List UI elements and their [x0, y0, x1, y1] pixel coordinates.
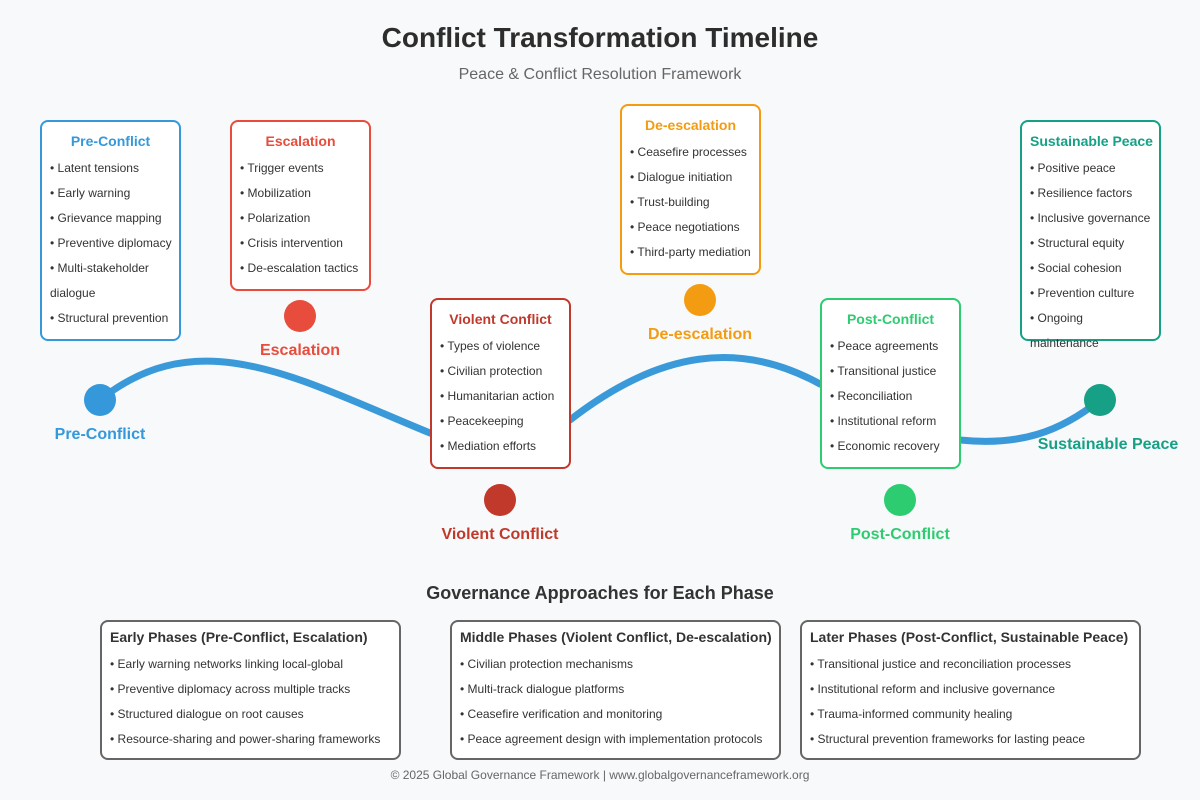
- phase-card-title: De-escalation: [644, 117, 737, 133]
- phase-node-label: Escalation: [259, 342, 341, 359]
- phase-item: Latent tensions: [50, 156, 171, 181]
- phase-card-title: Sustainable Peace: [1030, 133, 1153, 149]
- phase-node-label: Violent Conflict: [441, 526, 559, 543]
- governance-item: Resource-sharing and power-sharing frame…: [110, 727, 391, 752]
- governance-item: Early warning networks linking local-glo…: [110, 652, 391, 677]
- phase-item-list: Ceasefire processes Dialogue initiation …: [630, 140, 751, 265]
- phase-item: Civilian protection: [440, 359, 561, 384]
- governance-item: Trauma-informed community healing: [810, 702, 1131, 727]
- governance-item: Ceasefire verification and monitoring: [460, 702, 771, 727]
- phase-item: Peacekeeping: [440, 409, 561, 434]
- phase-item: Grievance mapping: [50, 206, 171, 231]
- phase-card-pre-conflict: Pre-Conflict Latent tensions Early warni…: [40, 120, 181, 341]
- phase-item: Trust-building: [630, 190, 751, 215]
- governance-item: Civilian protection mechanisms: [460, 652, 771, 677]
- phase-item-list: Types of violence Civilian protection Hu…: [440, 334, 561, 459]
- phase-item: Polarization: [240, 206, 361, 231]
- governance-box-title: Later Phases (Post-Conflict, Sustainable…: [810, 629, 1129, 645]
- phase-item: Social cohesion: [1030, 256, 1151, 281]
- phase-item: Mobilization: [240, 181, 361, 206]
- page-title: Conflict Transformation Timeline: [381, 22, 819, 53]
- page-subtitle: Peace & Conflict Resolution Framework: [458, 66, 742, 83]
- phase-item: Peace agreements: [830, 334, 951, 359]
- phase-item: Economic recovery: [830, 434, 951, 459]
- phase-item: Institutional reform: [830, 409, 951, 434]
- phase-item: Resilience factors: [1030, 181, 1151, 206]
- phase-item: Structural equity: [1030, 231, 1151, 256]
- phase-node-sustainable-peace: [1084, 384, 1116, 416]
- governance-box-title: Early Phases (Pre-Conflict, Escalation): [110, 629, 368, 645]
- governance-item: Structured dialogue on root causes: [110, 702, 391, 727]
- phase-item: Structural prevention: [50, 306, 171, 331]
- governance-item: Preventive diplomacy across multiple tra…: [110, 677, 391, 702]
- phase-node-label: Pre-Conflict: [54, 426, 146, 443]
- phase-card-title: Escalation: [265, 133, 336, 149]
- phase-item: Peace negotiations: [630, 215, 751, 240]
- phase-item: Inclusive governance: [1030, 206, 1151, 231]
- phase-item: Crisis intervention: [240, 231, 361, 256]
- phase-node-label: Post-Conflict: [850, 526, 950, 543]
- phase-item: Prevention culture: [1030, 281, 1151, 306]
- governance-box-middle: Middle Phases (Violent Conflict, De-esca…: [450, 620, 781, 760]
- phase-item: Ceasefire processes: [630, 140, 751, 165]
- phase-item: Preventive diplomacy: [50, 231, 172, 256]
- phase-item: Mediation efforts: [440, 434, 561, 459]
- phase-node-escalation: [284, 300, 316, 332]
- phase-item-list: Latent tensions Early warning Grievance …: [50, 156, 172, 331]
- phase-card-post-conflict: Post-Conflict Peace agreements Transitio…: [820, 298, 961, 469]
- phase-card-escalation: Escalation Trigger events Mobilization P…: [230, 120, 371, 291]
- governance-box-early: Early Phases (Pre-Conflict, Escalation) …: [100, 620, 401, 760]
- phase-item: Reconciliation: [830, 384, 951, 409]
- phase-card-title: Post-Conflict: [846, 311, 935, 327]
- governance-item: Transitional justice and reconciliation …: [810, 652, 1131, 677]
- phase-item-list: Peace agreements Transitional justice Re…: [830, 334, 951, 459]
- phase-item-list: Trigger events Mobilization Polarization…: [240, 156, 361, 281]
- phase-item: Multi-stakeholder dialogue: [50, 256, 171, 306]
- governance-item: Institutional reform and inclusive gover…: [810, 677, 1131, 702]
- governance-box-title: Middle Phases (Violent Conflict, De-esca…: [460, 629, 772, 645]
- phase-item: De-escalation tactics: [240, 256, 361, 281]
- phase-item: Early warning: [50, 181, 171, 206]
- phase-node-label: Sustainable Peace: [1037, 436, 1179, 453]
- phase-item: Third-party mediation: [630, 240, 751, 265]
- phase-node-post-conflict: [884, 484, 916, 516]
- phase-item: Dialogue initiation: [630, 165, 751, 190]
- phase-node-violent-conflict: [484, 484, 516, 516]
- phase-item: Positive peace: [1030, 156, 1151, 181]
- phase-item: Types of violence: [440, 334, 561, 359]
- phase-node-pre-conflict: [84, 384, 116, 416]
- phase-card-title: Pre-Conflict: [70, 133, 151, 149]
- phase-node-label: De-escalation: [647, 326, 753, 343]
- phase-item-list: Positive peace Resilience factors Inclus…: [1030, 156, 1151, 356]
- phase-item: Transitional justice: [830, 359, 951, 384]
- governance-item: Structural prevention frameworks for las…: [810, 727, 1131, 752]
- phase-card-title: Violent Conflict: [449, 311, 552, 327]
- governance-box-later: Later Phases (Post-Conflict, Sustainable…: [800, 620, 1141, 760]
- phase-item: Humanitarian action: [440, 384, 561, 409]
- governance-item-list: Transitional justice and reconciliation …: [810, 652, 1131, 752]
- phase-item: Trigger events: [240, 156, 361, 181]
- governance-item-list: Civilian protection mechanisms Multi-tra…: [460, 652, 771, 752]
- governance-item: Multi-track dialogue platforms: [460, 677, 771, 702]
- footer-credit: © 2025 Global Governance Framework | www…: [390, 768, 810, 782]
- governance-title: Governance Approaches for Each Phase: [426, 583, 774, 603]
- phase-node-de-escalation: [684, 284, 716, 316]
- phase-item: Ongoing maintenance: [1030, 306, 1151, 356]
- governance-item: Peace agreement design with implementati…: [460, 727, 771, 752]
- phase-card-violent-conflict: Violent Conflict Types of violence Civil…: [430, 298, 571, 469]
- phase-card-sustainable-peace: Sustainable Peace Positive peace Resilie…: [1020, 120, 1161, 350]
- timeline-path: [96, 354, 1104, 445]
- governance-item-list: Early warning networks linking local-glo…: [110, 652, 391, 752]
- phase-card-de-escalation: De-escalation Ceasefire processes Dialog…: [620, 104, 761, 275]
